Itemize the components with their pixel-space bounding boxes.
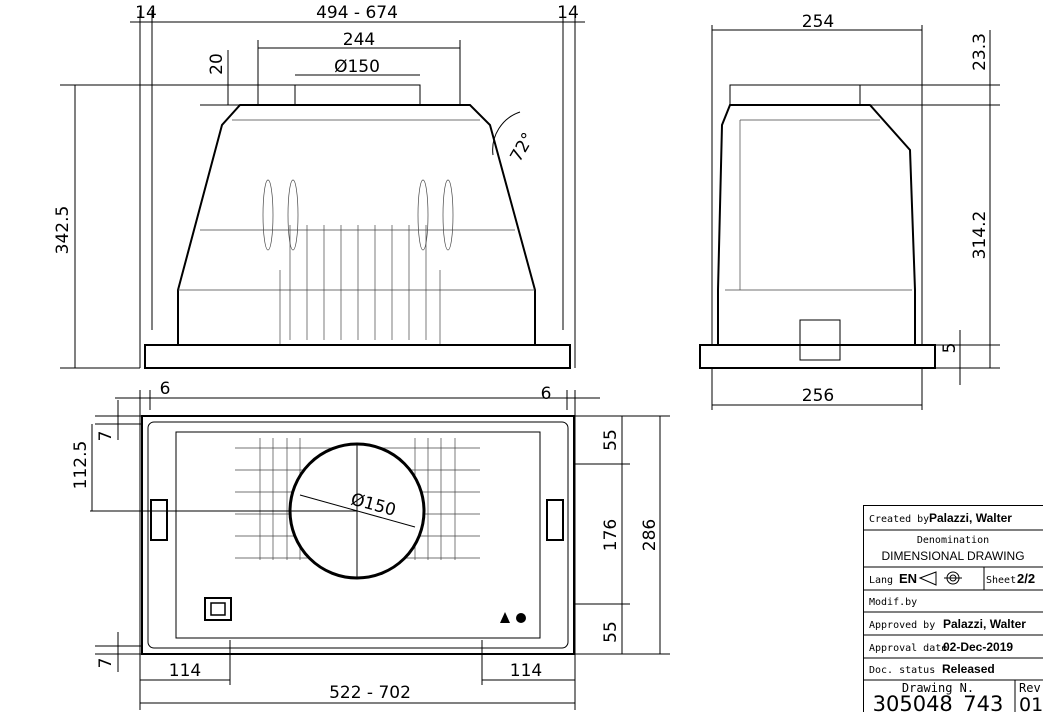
dim-hole-span: 176: [601, 519, 621, 551]
side-view: 254 23.3 314.2 5 256: [699, 12, 1000, 410]
sheet-label: Sheet: [986, 575, 1016, 586]
right-bracket: [546, 499, 564, 541]
modif-label: Modif.by: [869, 597, 917, 608]
status-label: Doc. status: [869, 665, 935, 676]
side-body: [717, 104, 916, 346]
lang: EN: [899, 571, 917, 586]
dim-left-edge: 6: [160, 379, 171, 399]
side-flange: [699, 344, 936, 369]
title-block: Created by Palazzi, Walter Denomination …: [863, 505, 1043, 712]
dim-total-depth: 286: [640, 519, 660, 551]
doc-status: Released: [942, 662, 995, 676]
dim-bottom-depth: 256: [802, 386, 834, 406]
dim-right-margin: 14: [557, 3, 579, 23]
dim-body-height: 314.2: [970, 211, 990, 260]
duct-collar: [294, 84, 421, 106]
power-socket-icon: [204, 597, 232, 621]
dim-duct: Ø150: [334, 57, 380, 77]
dim-cap-height: 20: [207, 53, 227, 75]
drawing-number-label: Drawing N.: [902, 681, 974, 695]
projection-symbol-icon: [918, 571, 962, 586]
created-by: Palazzi, Walter: [929, 511, 1012, 525]
approved-by: Palazzi, Walter: [943, 617, 1026, 631]
denomination-label: Denomination: [917, 535, 989, 546]
approval-date-label: Approval date: [869, 643, 947, 654]
dim-top-offset: 7: [96, 431, 116, 442]
plan-outer-frame: [141, 415, 575, 655]
lang-label: Lang: [869, 575, 893, 586]
left-bracket: [150, 499, 168, 541]
dim-left-hole: 114: [169, 661, 201, 681]
dim-flange: 5: [940, 343, 960, 354]
dim-width-range: 494 - 674: [316, 3, 398, 23]
dim-width-range: 522 - 702: [329, 683, 411, 703]
dim-cap-width: 244: [343, 30, 375, 50]
grille-fins: [262, 179, 454, 340]
dim-center-offset: 112.5: [71, 441, 91, 490]
drawing-number: 305048_743: [873, 692, 1004, 712]
label-dot-icon: [516, 613, 526, 623]
plan-view: 6 6 7 112.5 55 176 286 55 7 114 114 522 …: [71, 379, 670, 710]
dim-angle: 72°: [506, 129, 538, 165]
denomination: DIMENSIONAL DRAWING: [881, 549, 1024, 563]
rev: 01: [1019, 694, 1043, 712]
dim-cap-height: 23.3: [970, 33, 990, 71]
ground-symbol-icon: [500, 612, 510, 623]
created-by-label: Created by: [869, 514, 929, 525]
dim-right-edge: 6: [541, 384, 552, 404]
front-flange: [144, 344, 571, 369]
dim-left-margin: 14: [135, 3, 157, 23]
hood-body: [177, 104, 536, 346]
dim-top-depth: 254: [802, 12, 834, 32]
dim-bottom-offset: 7: [96, 658, 116, 669]
approval-date: 02-Dec-2019: [943, 640, 1013, 654]
front-view: 14 494 - 674 14 244 Ø150 20 72° 342.5: [53, 3, 585, 369]
sheet: 2/2: [1017, 571, 1035, 586]
dim-right-hole: 114: [510, 661, 542, 681]
dim-top-hole: 55: [601, 429, 621, 451]
rev-label: Rev: [1019, 681, 1041, 695]
dim-total-height: 342.5: [53, 206, 73, 255]
approved-label: Approved by: [869, 620, 935, 631]
dim-bottom-hole: 55: [601, 621, 621, 643]
